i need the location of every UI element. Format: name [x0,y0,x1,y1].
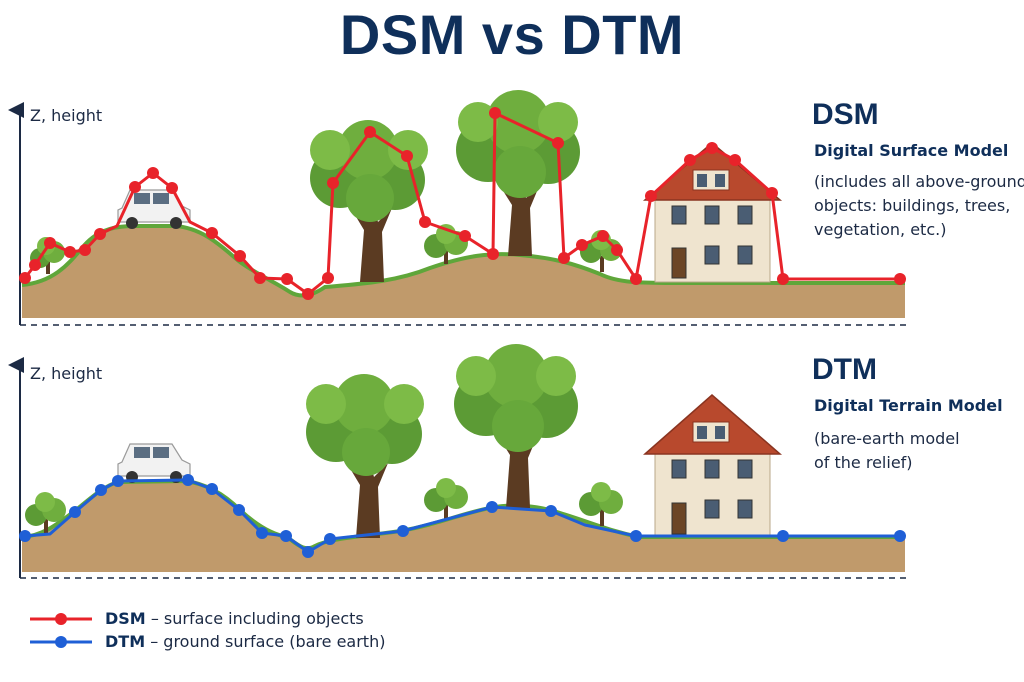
dtm-terrain-soil [22,481,905,572]
dsm-point [79,244,91,256]
dtm-axis-label: Z, height [30,364,103,383]
dsm-point [29,259,41,271]
dsm-point [327,177,339,189]
dsm-point [894,273,906,285]
dtm-point [324,533,336,545]
dtm-point [256,527,268,539]
legend-dtm-abbr: DTM [105,632,146,651]
legend-dtm-text: – ground surface (bare earth) [145,632,386,651]
dtm-panel-title: DTM [812,353,877,386]
tree-icon [454,344,578,508]
dsm-panel-description: (includes all above-ground objects: buil… [814,172,1024,239]
tree-icon [456,90,580,256]
car-icon [117,189,191,229]
dsm-point [489,107,501,119]
house-icon [643,394,783,538]
house-icon [642,142,783,283]
dsm-point [684,154,696,166]
dtm-panel-description: (bare-earth model of the relief) [814,429,960,472]
dsm-point [552,137,564,149]
dsm-point [777,273,789,285]
dsm-point [729,154,741,166]
dsm-point [254,272,266,284]
dsm-point [766,187,778,199]
dtm-point [233,504,245,516]
dsm-point [322,272,334,284]
dsm-panel-title: DSM [812,98,879,131]
dtm-point [894,530,906,542]
dsm-point [44,237,56,249]
dsm-point [576,239,588,251]
dsm-point [129,181,141,193]
legend-item-dtm: DTM – ground surface (bare earth) [105,632,385,651]
dsm-point [302,288,314,300]
dtm-point [19,530,31,542]
dsm-point [364,126,376,138]
legend-dsm-abbr: DSM [105,609,146,628]
dtm-point [630,530,642,542]
page-title: DSM vs DTM [339,3,685,66]
dtm-point [95,484,107,496]
dsm-point [597,230,609,242]
dtm-point [112,475,124,487]
dsm-panel-subtitle: Digital Surface Model [814,141,1009,160]
dtm-point [397,525,409,537]
dsm-axis-label: Z, height [30,106,103,125]
dtm-point [302,546,314,558]
dsm-point [419,216,431,228]
dtm-point [280,530,292,542]
dsm-point [630,273,642,285]
dsm-point [206,227,218,239]
dtm-point [69,506,81,518]
dsm-points [19,107,906,300]
dsm-terrain-soil [22,226,905,318]
dsm-point [459,230,471,242]
dsm-point [487,248,499,260]
legend-dsm-marker [30,613,92,625]
bush-icon [25,492,66,533]
bush-icon [424,478,468,520]
dtm-point [206,483,218,495]
car-icon [117,443,191,483]
legend-item-dsm: DSM – surface including objects [105,609,364,628]
dtm-point [486,501,498,513]
dtm-points [19,474,906,558]
dsm-point [281,273,293,285]
dsm-point [706,142,718,154]
dsm-point [94,228,106,240]
dsm-point [147,167,159,179]
legend-dtm-marker [30,636,92,648]
dtm-point [777,530,789,542]
dsm-point [64,246,76,258]
dsm-point [234,250,246,262]
bush-icon [579,482,623,526]
dsm-point [645,190,657,202]
dsm-point [19,272,31,284]
dtm-panel-subtitle: Digital Terrain Model [814,396,1003,415]
dtm-point [182,474,194,486]
dtm-point [545,505,557,517]
dtm-panel [8,344,910,579]
tree-icon [306,374,424,538]
dsm-point [166,182,178,194]
dsm-panel [8,90,910,326]
dsm-point [401,150,413,162]
legend-dsm-text: – surface including objects [145,609,364,628]
dsm-point [558,252,570,264]
dsm-point [611,244,623,256]
